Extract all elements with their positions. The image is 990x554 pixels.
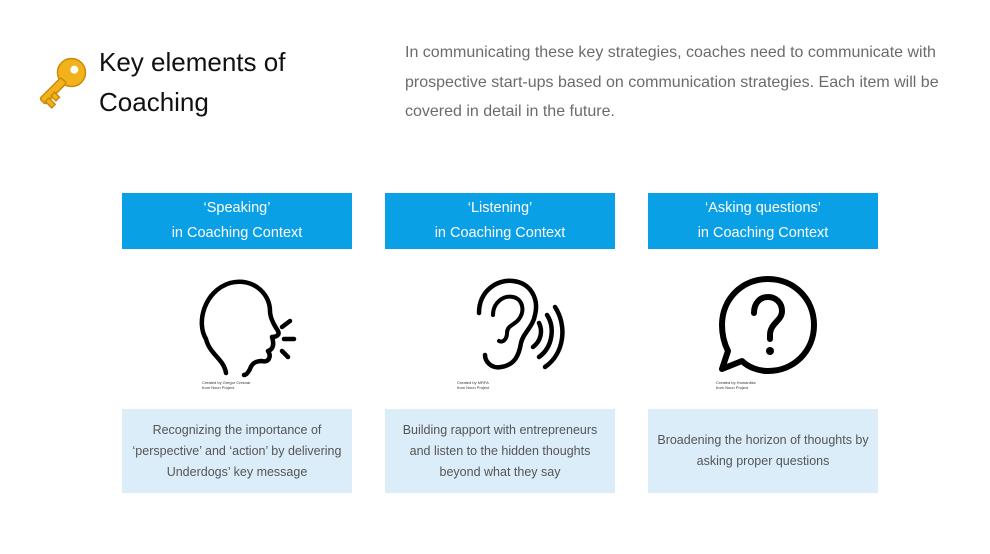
card-header-line-1: ‘Asking questions’ <box>704 200 822 216</box>
card-listening: ‘Listening’ in Coaching Context Created … <box>385 193 615 493</box>
card-header: ‘Listening’ in Coaching Context <box>385 193 615 249</box>
card-header-line-2: in Coaching Context <box>697 225 829 241</box>
card-header: ‘Asking questions’ in Coaching Context <box>648 193 878 249</box>
card-description: Recognizing the importance of ‘perspecti… <box>122 409 352 493</box>
card-description: Broadening the horizon of thoughts by as… <box>648 409 878 493</box>
card-header-line-2: in Coaching Context <box>171 225 303 241</box>
card-header-line-2: in Coaching Context <box>434 225 566 241</box>
card-speaking: ‘Speaking’ in Coaching Context Created b… <box>122 193 352 493</box>
card-description: Building rapport with entrepreneurs and … <box>385 409 615 493</box>
card-header-line-1: ‘Speaking’ <box>203 200 271 216</box>
page-title: Key elements of Coaching <box>99 42 359 122</box>
intro-text: In communicating these key strategies, c… <box>405 44 939 120</box>
question-bubble-icon <box>719 276 817 374</box>
listening-ear-icon <box>476 278 565 370</box>
key-icon <box>39 57 87 109</box>
card-asking-questions: ‘Asking questions’ in Coaching Context C… <box>648 193 878 493</box>
title-line-2: Coaching <box>99 87 209 117</box>
card-header-line-1: ‘Listening’ <box>467 200 533 216</box>
speaking-head-icon <box>199 279 297 378</box>
card-header: ‘Speaking’ in Coaching Context <box>122 193 352 249</box>
title-line-1: Key elements of <box>99 47 286 77</box>
